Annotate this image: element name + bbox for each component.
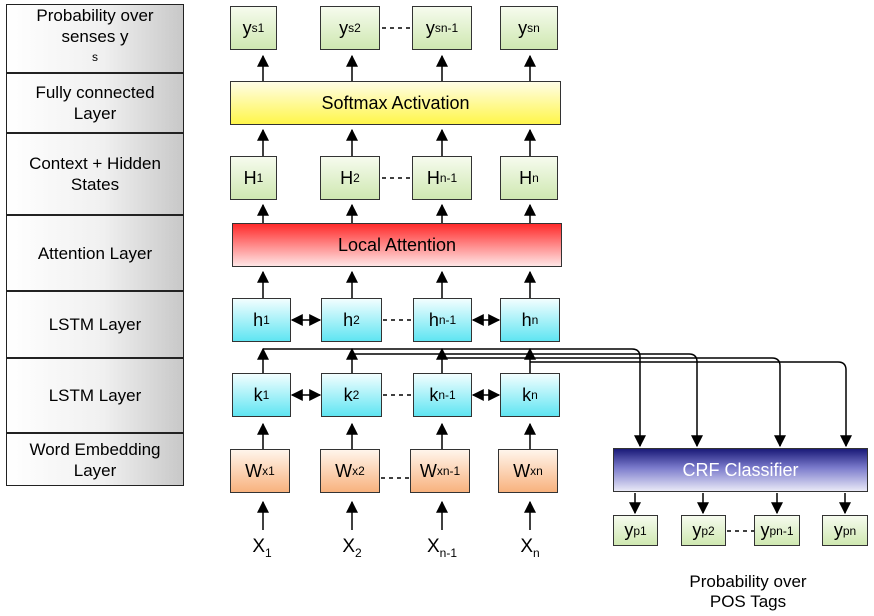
- label-sense-sup: s: [92, 49, 98, 64]
- input-x-n-1: Xn-1: [426, 536, 458, 560]
- label-fully-connected-text: Fully connected Layer: [35, 83, 155, 123]
- label-lstm-layer-bottom: LSTM Layer: [6, 358, 184, 433]
- lstm-to-crf-arrow: [263, 348, 646, 448]
- label-attention-layer-text: Attention Layer: [37, 243, 153, 263]
- label-sense-probability: Probability over senses y s: [6, 4, 184, 73]
- label-sense-probability-text: Probability over senses y: [36, 5, 154, 46]
- label-attention-layer: Attention Layer: [6, 215, 184, 291]
- crf-classifier-block: CRF Classifier: [613, 448, 868, 492]
- label-lstm-layer-top-text: LSTM Layer: [48, 315, 142, 334]
- lstm-to-crf-arrow: [442, 357, 786, 448]
- input-x-n: Xn: [520, 536, 540, 560]
- softmax-activation-block: Softmax Activation: [230, 81, 561, 125]
- local-attention-block: Local Attention: [232, 223, 562, 267]
- label-word-embedding: Word Embedding Layer: [6, 433, 184, 486]
- pos-caption-line2: POS Tags: [709, 592, 787, 611]
- input-x-1: X1: [252, 536, 272, 560]
- label-lstm-layer-top: LSTM Layer: [6, 291, 184, 358]
- label-context-hidden: Context + Hidden States: [6, 133, 184, 215]
- lstm-to-crf-arrow: [530, 361, 852, 448]
- input-x-2: X2: [342, 536, 362, 560]
- label-lstm-layer-bottom-text: LSTM Layer: [48, 386, 142, 405]
- label-context-hidden-text: Context + Hidden States: [29, 154, 161, 194]
- label-fully-connected: Fully connected Layer: [6, 73, 184, 133]
- label-word-embedding-text: Word Embedding Layer: [29, 439, 161, 480]
- pos-caption-line1: Probability over: [689, 572, 807, 591]
